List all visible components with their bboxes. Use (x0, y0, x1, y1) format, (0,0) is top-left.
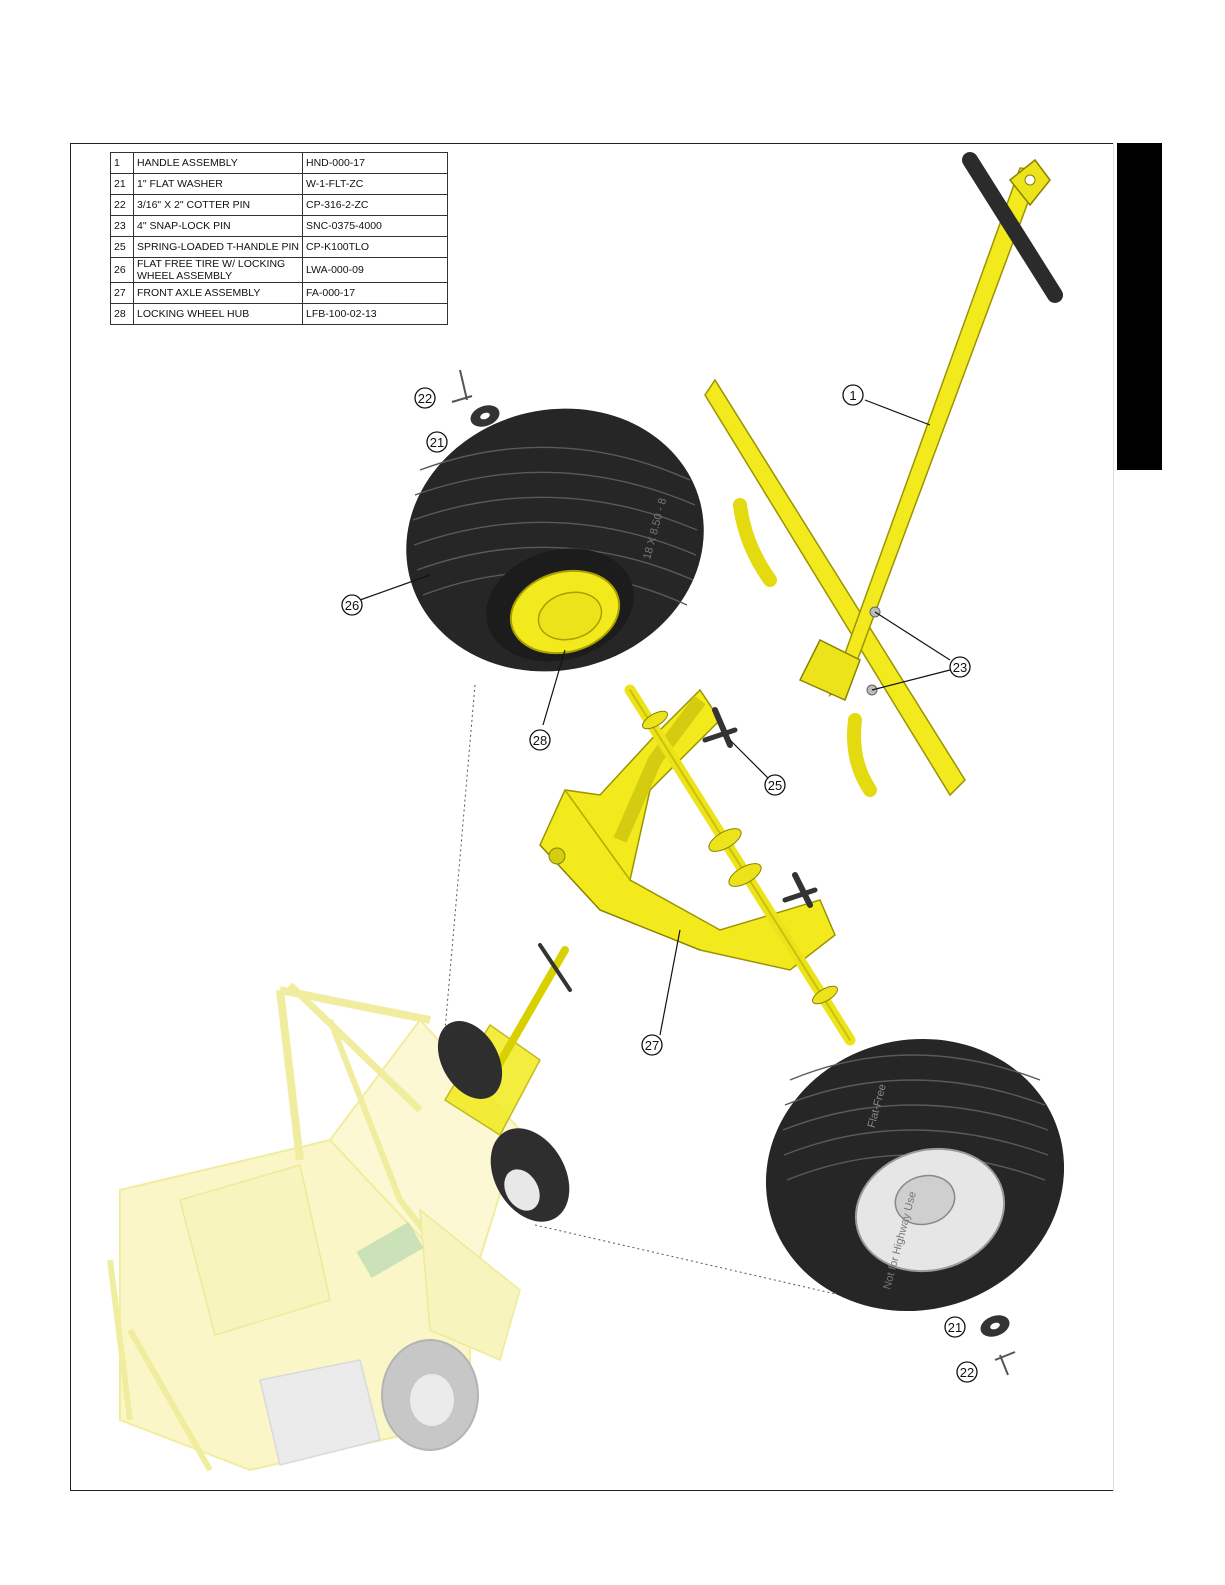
bom-item-description: FLAT FREE TIRE W/ LOCKING WHEEL ASSEMBLY (132, 257, 304, 283)
callout-22-bottom: 22 (956, 1361, 978, 1383)
bom-part-number: FA-000-17 (302, 282, 449, 304)
callout-22-top-label: 22 (418, 391, 432, 406)
bom-item-description: LOCKING WHEEL HUB (132, 303, 304, 325)
bom-item-description: HANDLE ASSEMBLY (132, 152, 304, 174)
table-row: 21 1" FLAT WASHER W-1-FLT-ZC (110, 173, 449, 195)
bom-item-description: FRONT AXLE ASSEMBLY (132, 282, 304, 304)
bom-part-number: W-1-FLT-ZC (302, 173, 449, 195)
callout-25-label: 25 (768, 778, 782, 793)
callout-21-bottom-label: 21 (948, 1320, 962, 1335)
callout-22-bottom-label: 22 (960, 1365, 974, 1380)
bom-item-number: 25 (110, 236, 134, 258)
callout-28-label: 28 (533, 733, 547, 748)
callout-1: 1 (842, 384, 864, 406)
bom-part-number: LWA-000-09 (302, 257, 449, 283)
table-row: 23 4" SNAP-LOCK PIN SNC-0375-4000 (110, 215, 449, 237)
top-tire: 18 X 8.50 - 8 (406, 408, 704, 672)
callout-25: 25 (764, 774, 786, 796)
table-row: 27 FRONT AXLE ASSEMBLY FA-000-17 (110, 282, 449, 304)
bom-part-number: CP-316-2-ZC (302, 194, 449, 216)
bom-item-description: 1" FLAT WASHER (132, 173, 304, 195)
callout-26: 26 (341, 594, 363, 616)
callout-22-top: 22 (414, 387, 436, 409)
table-row: 22 3/16" X 2" COTTER PIN CP-316-2-ZC (110, 194, 449, 216)
callout-21-top: 21 (426, 431, 448, 453)
section-tab (1117, 143, 1162, 470)
callout-21-top-label: 21 (430, 435, 444, 450)
callout-23: 23 (949, 656, 971, 678)
bom-part-number: LFB-100-02-13 (302, 303, 449, 325)
callout-27-label: 27 (645, 1038, 659, 1053)
bottom-washer-and-pin (980, 1315, 1016, 1376)
projection-lines (444, 684, 841, 1296)
bom-item-description: 4" SNAP-LOCK PIN (132, 215, 304, 237)
callout-26-label: 26 (345, 598, 359, 613)
table-row: 1 HANDLE ASSEMBLY HND-000-17 (110, 152, 449, 174)
bom-item-number: 22 (110, 194, 134, 216)
frame-right-edge (1113, 143, 1114, 1491)
bom-part-number: CP-K100TLO (302, 236, 449, 258)
front-axle-assembly (539, 684, 856, 1046)
handle-assembly (704, 152, 1063, 797)
faded-machine (107, 982, 522, 1472)
bom-item-number: 21 (110, 173, 134, 195)
leader-lines (359, 399, 951, 1036)
bom-item-number: 1 (110, 152, 134, 174)
bom-item-number: 26 (110, 257, 134, 283)
top-washer-and-pin (451, 369, 500, 427)
callout-21-bottom: 21 (944, 1316, 966, 1338)
bom-part-number: SNC-0375-4000 (302, 215, 449, 237)
assembled-axle-preview (437, 943, 572, 1222)
table-row: 28 LOCKING WHEEL HUB LFB-100-02-13 (110, 303, 449, 325)
table-row: 26 FLAT FREE TIRE W/ LOCKING WHEEL ASSEM… (110, 257, 449, 283)
callout-23-label: 23 (953, 660, 967, 675)
table-row: 25 SPRING-LOADED T-HANDLE PIN CP-K100TLO (110, 236, 449, 258)
bom-item-description: SPRING-LOADED T-HANDLE PIN (132, 236, 304, 258)
bom-item-number: 23 (110, 215, 134, 237)
bottom-tire: Not for Highway Use (765, 1038, 1065, 1312)
bom-item-description: 3/16" X 2" COTTER PIN (132, 194, 304, 216)
bom-item-number: 27 (110, 282, 134, 304)
bom-item-number: 28 (110, 303, 134, 325)
callout-27: 27 (641, 1034, 663, 1056)
callout-1-label: 1 (849, 388, 856, 403)
bom-part-number: HND-000-17 (302, 152, 449, 174)
callout-28: 28 (529, 729, 551, 751)
drawing-frame (70, 143, 1114, 1491)
bill-of-materials: 1 HANDLE ASSEMBLY HND-000-17 21 1" FLAT … (110, 152, 449, 325)
